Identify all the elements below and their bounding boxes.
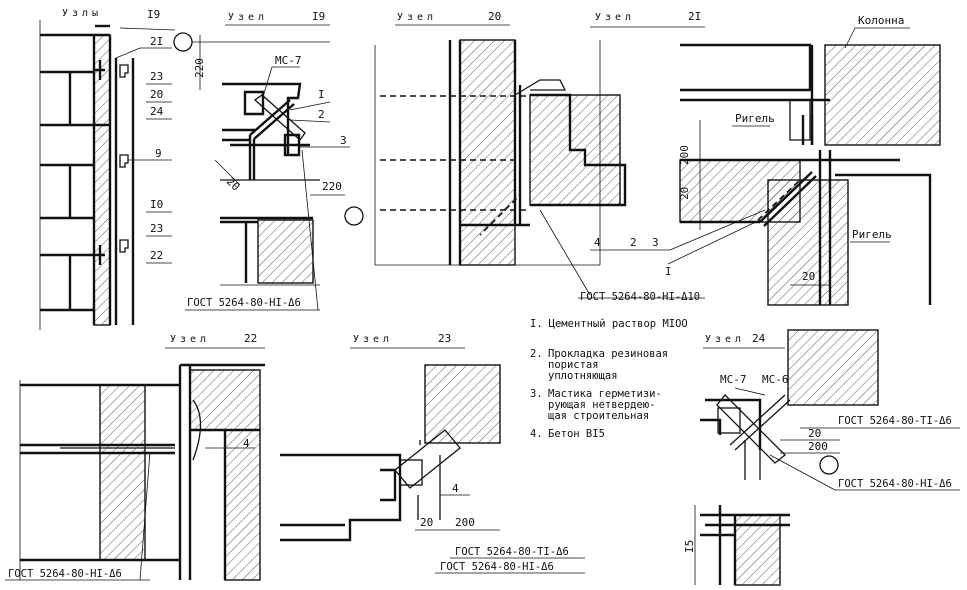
node-19: Узел I9 220 МС-7 I 2 3 20 220 ГОСТ 5264-…	[173, 10, 364, 311]
node21-callout-2: 2	[630, 236, 637, 249]
node19-callout-3: 3	[340, 134, 347, 147]
callout-23: 23	[150, 70, 163, 83]
node-22: Узел 22 4 ГОСТ 5264-80-НI-Δ6	[5, 332, 265, 581]
node22-title-num: 22	[244, 332, 257, 345]
overview-elevation: Узлы I9 2I 23 20	[39, 8, 176, 330]
callout-22: 22	[150, 249, 163, 262]
node21-callout-3: 3	[652, 236, 659, 249]
node24-weld-h: ГОСТ 5264-80-НI-Δ6	[838, 478, 952, 490]
node19-title: Узел	[228, 12, 268, 23]
node24-weld-t: ГОСТ 5264-80-ТI-Δ6	[838, 415, 952, 427]
node24-mc7: МС-7	[720, 373, 747, 386]
node23-dim-20: 20	[420, 516, 433, 529]
node21-title: Узел	[595, 12, 635, 23]
materials-legend: I.Цементный раствор МIОО 2. Прокладка ре…	[530, 318, 688, 440]
callout-24: 24	[150, 105, 164, 118]
node19-weld-note: ГОСТ 5264-80-НI-Δ6	[187, 297, 301, 309]
legend-item-2-line1: Прокладка резиновая	[548, 348, 668, 360]
node21-dim-20: 20	[678, 187, 691, 200]
node24-dim-15: I5	[683, 540, 696, 553]
node23-weld-t: ГОСТ 5264-80-ТI-Δ6	[455, 546, 569, 558]
node19-callout-1: I	[318, 88, 325, 101]
node19-title-num: I9	[312, 10, 325, 23]
callout-23b: 23	[150, 222, 163, 235]
node21-beam-top: Ригель	[735, 112, 775, 125]
legend-item-3-num: 3.	[530, 388, 543, 400]
callout-10: I0	[150, 198, 163, 211]
node21-column-label: Колонна	[858, 14, 904, 27]
node19-dim-220b: 220	[322, 180, 342, 193]
legend-item-2-line3: уплотняющая	[548, 370, 618, 382]
callout-9: 9	[155, 147, 162, 160]
legend-item-4-num: 4.	[530, 428, 543, 440]
node23-title-num: 23	[438, 332, 451, 345]
node22-weld-note: ГОСТ 5264-80-НI-Δ6	[8, 568, 122, 580]
node24-mc6: МС-6	[762, 373, 789, 386]
node-20: Узел 20	[374, 10, 705, 299]
node24-title: Узел	[705, 334, 745, 345]
node22-title: Узел	[170, 334, 210, 345]
node24-title-num: 24	[752, 332, 766, 345]
node21-beam-right: Ригель	[852, 228, 892, 241]
node21-title-num: 2I	[688, 10, 701, 23]
node23-weld-h: ГОСТ 5264-80-НI-Δ6	[440, 561, 554, 573]
node24-dim-200: 200	[808, 440, 828, 453]
callout-21: 2I	[150, 35, 163, 48]
node21-callout-1: I	[665, 265, 672, 278]
legend-item-1: I.Цементный раствор МIОО	[530, 318, 688, 330]
node-21: Узел 2I Колонна Ригель Ригель 200 20 4 2…	[580, 10, 941, 306]
node20-title: Узел	[397, 12, 437, 23]
node23-dim-200: 200	[455, 516, 475, 529]
node23-title: Узел	[353, 334, 393, 345]
node19-mc7: МС-7	[275, 54, 302, 67]
node22-callout-4: 4	[243, 437, 250, 450]
node23-callout-4: 4	[452, 482, 459, 495]
legend-item-3-line1: Мастика герметизи-	[548, 388, 662, 400]
node21-dim-bottom: 20	[802, 270, 815, 283]
node-24: Узел 24 МС-7 МС-6 ГОСТ 5264-80-ТI-Δ6 20 …	[683, 329, 960, 586]
legend-item-2-num: 2.	[530, 348, 543, 360]
node21-dim-200: 200	[678, 145, 691, 165]
overview-title: Узлы	[62, 8, 102, 19]
node-23: Узел 23 4 20 200 ГОСТ 5264-80-ТI-Δ6 ГОСТ…	[280, 332, 585, 574]
node21-callout-4: 4	[594, 236, 601, 249]
node21-weld-note: ГОСТ 5264-80-НI-Δ10	[580, 291, 700, 303]
grid-axis-marker	[173, 32, 193, 52]
legend-item-3-line2: рующая нетвердею-	[548, 399, 655, 411]
overview-callouts: 2I 23 20 24 9 I0 23 22	[115, 35, 172, 264]
legend-item-4-line1: Бетон ВI5	[548, 428, 605, 440]
node20-title-num: 20	[488, 10, 501, 23]
node19-callout-2: 2	[318, 108, 325, 121]
overview-title-num: I9	[147, 8, 160, 21]
legend-item-2-line2: пористая	[548, 359, 599, 371]
callout-20: 20	[150, 88, 163, 101]
node19-dim-220: 220	[193, 58, 206, 78]
node24-dim-20: 20	[808, 427, 821, 440]
legend-item-3-line3: щая строительная	[548, 410, 649, 422]
